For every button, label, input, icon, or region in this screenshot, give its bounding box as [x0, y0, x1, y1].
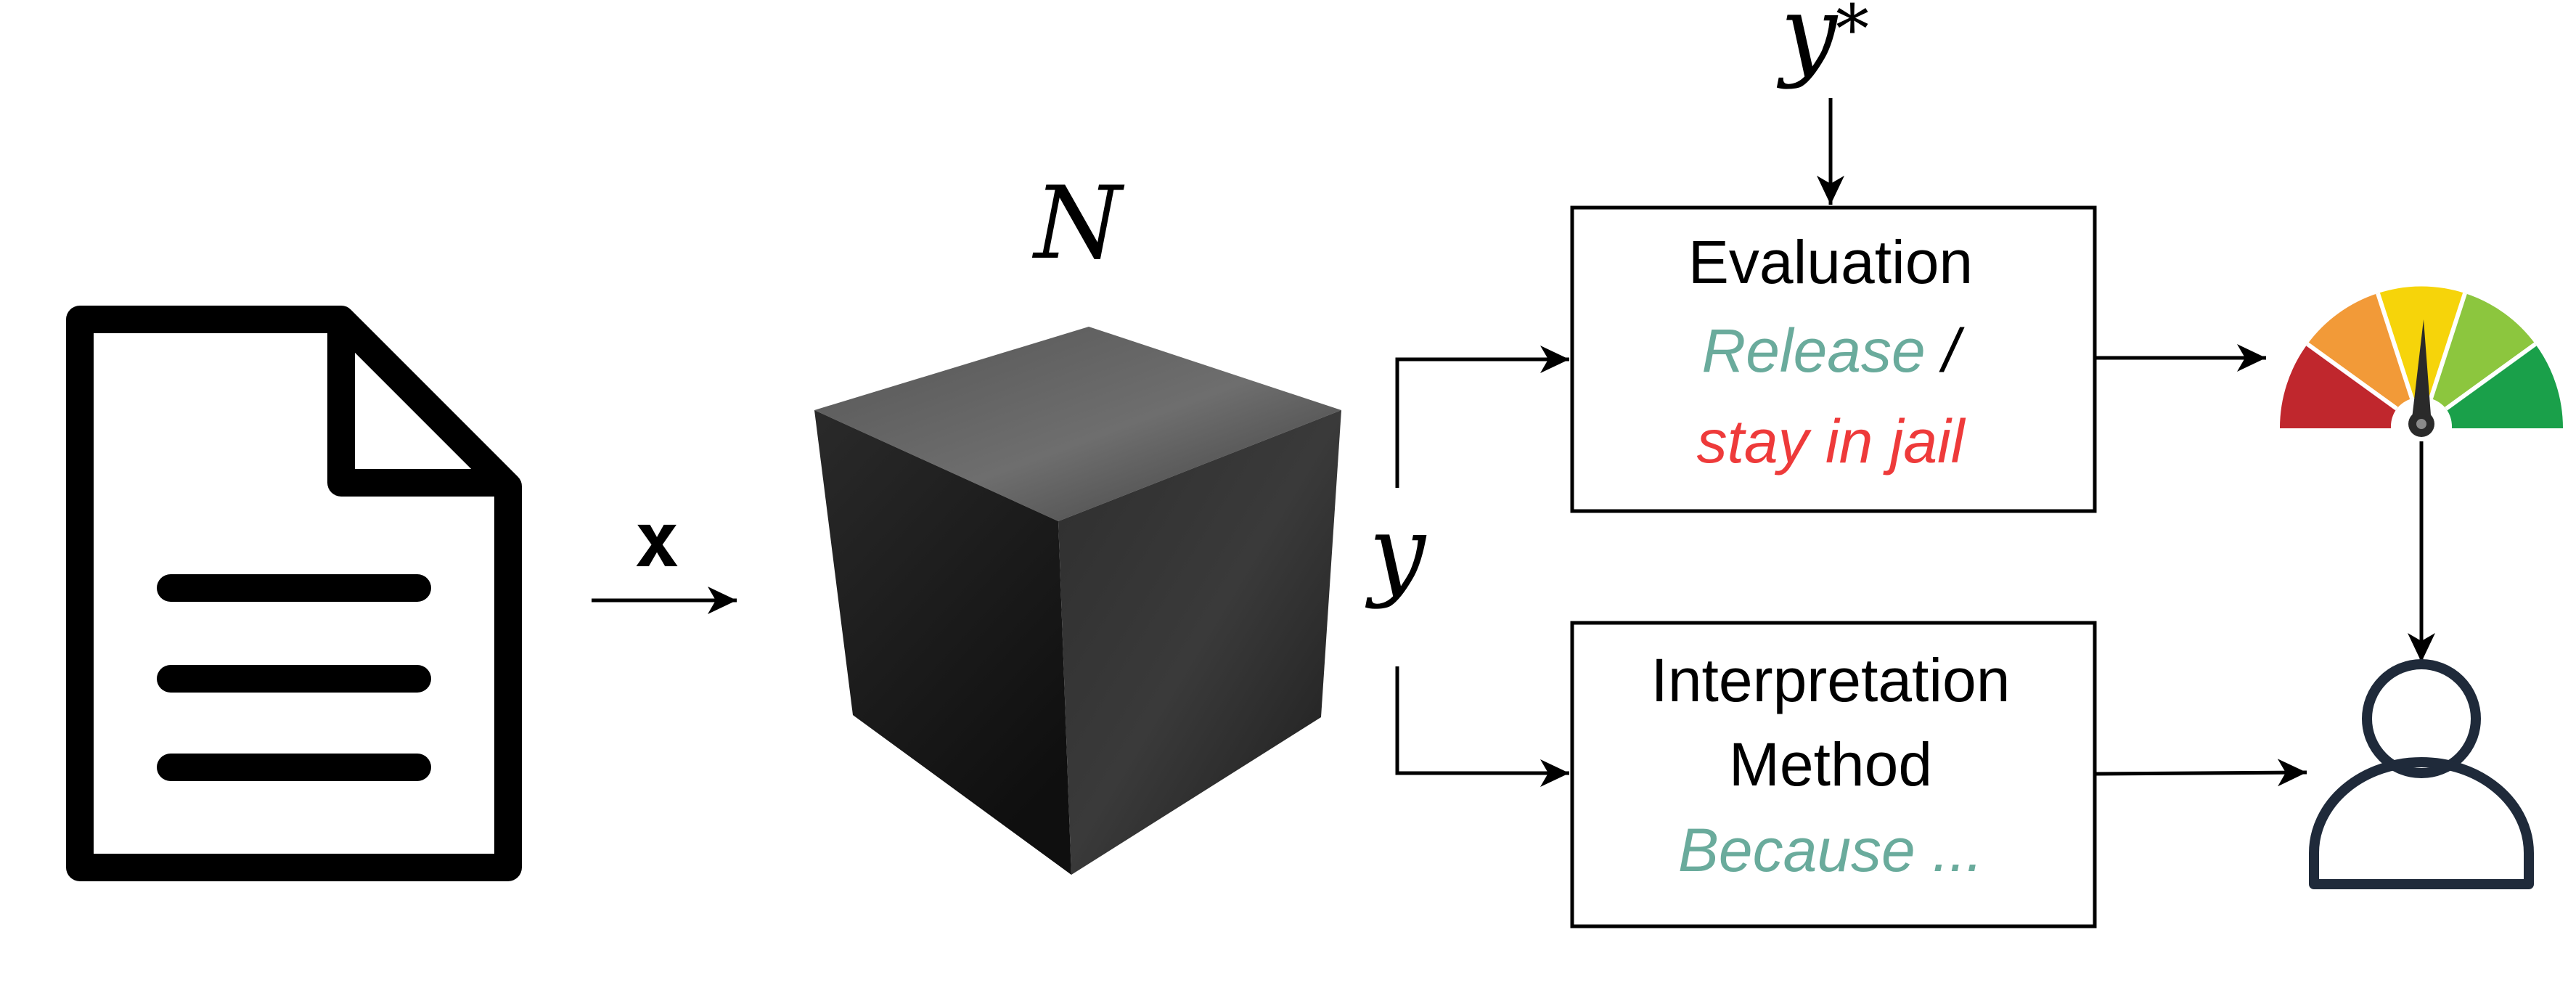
person-icon	[2309, 659, 2534, 889]
interpretation-box: Interpretation Method Because ...	[1570, 621, 2097, 928]
interpretation-line1: Interpretation	[1651, 646, 2011, 714]
ground-truth-label: y *	[1776, 0, 1869, 91]
evaluation-box: Evaluation Release / stay in jail	[1570, 205, 2097, 513]
arrow-to-interpretation	[1395, 666, 1569, 787]
model-label-N: N	[1032, 165, 1125, 282]
gauge-needle	[2411, 319, 2432, 425]
gauge-meter-icon	[2279, 286, 2564, 437]
slash-separator: /	[1926, 317, 1965, 385]
arrow-interpretation-to-person	[2094, 759, 2307, 787]
release-label: Release	[1702, 317, 1926, 385]
evaluation-title: Evaluation	[1688, 228, 1973, 296]
gauge-segment-dividers	[2306, 293, 2537, 411]
evaluation-outcomes: Release /	[1702, 317, 1966, 385]
input-label-x: x	[634, 496, 680, 584]
stay-in-jail-label: stay in jail	[1697, 407, 1966, 475]
because-label: Because ...	[1678, 816, 1983, 884]
document-icon	[66, 306, 522, 881]
arrow-to-evaluation	[1395, 346, 1569, 488]
black-box-cube-icon	[814, 327, 1341, 875]
ground-truth-star: *	[1836, 0, 1869, 68]
interpretation-line2: Method	[1729, 730, 1932, 799]
ground-truth-y: y	[1776, 0, 1839, 91]
output-label-y: y	[1365, 494, 1427, 611]
